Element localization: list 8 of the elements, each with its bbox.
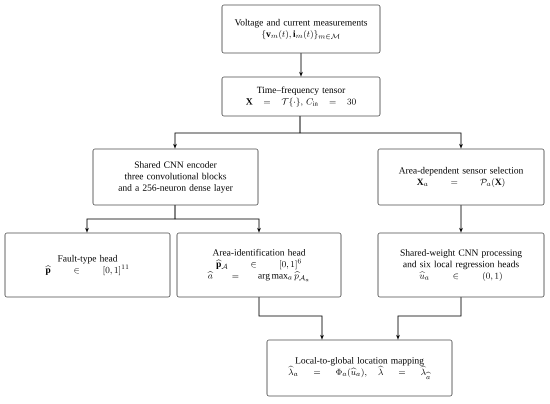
process-box: Voltage and current measurements $\{\mathbf{v}_m(t),\mathbf{i}_m(t)\}_{m\in\mathcal{M}}$ [222,4,380,54]
process-box: Fault-type head $\widehat{\mathbf{p}} \;\;\in\;\; [0,1]^{11}$ [4,232,170,298]
process-box: Area-dependent sensor selection $\mathbf{X}_a \;\;=\;\; \mathcal{P}_a(\mathbf{X})$ [378,148,544,206]
process-box: Shared CNN encoder three convolutional blocks and a 256-neuron dense layer [92,148,258,206]
process-box: Shared-weight CNN processing and six local regression heads $\widehat{u}_a \;\;\in\;\; (0,1)$ [378,232,544,298]
process-box: Area-identification head $\widehat{\mathbf{p}}_{\mathcal{A}} \;\;\in\;\; [0,1]^{6}$ $\widehat{a} \;\;=\;\; \arg\max_a \widehat{p}_{\mathcal{A}_a}$ [176,232,342,298]
process-box: Local-to-global location mapping $\widehat{\lambda}_a \;\;=\;\; \Phi_a(\widehat{u}_a), \quad \widehat{\lambda} \;\;=\;\; \widehat{\lambda}_{\widehat{a}}$ [266,340,452,396]
process-box: Time–frequency tensor $\mathbf{X} \;=\; \mathcal{T}\{\cdot\},\, C_{\mathrm{in}} \;=\; 30$ [222,76,380,116]
